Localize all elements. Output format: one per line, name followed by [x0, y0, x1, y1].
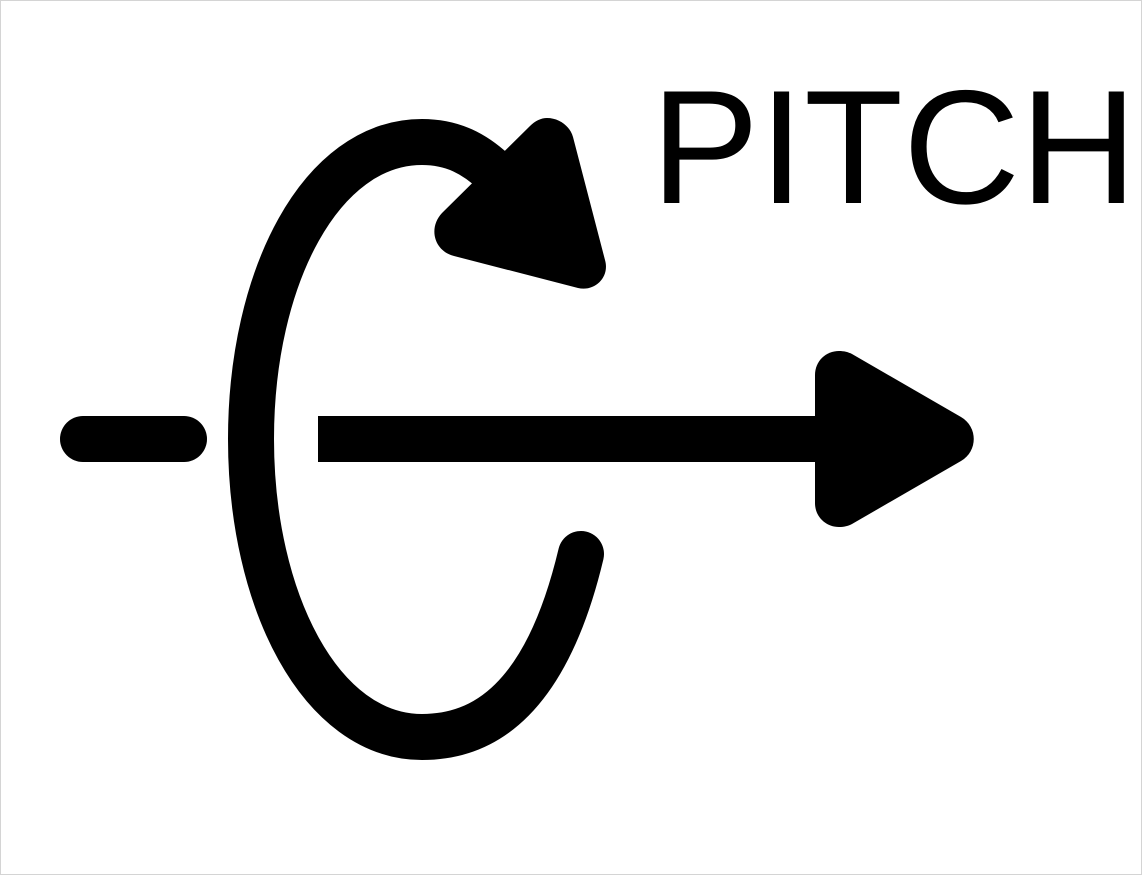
axis-arrowhead	[815, 351, 974, 527]
axis-shaft	[318, 416, 823, 462]
axis-arrow-icon	[60, 351, 974, 527]
rotation-arrowhead	[434, 118, 606, 289]
pitch-label: PITCH	[651, 57, 1137, 238]
rotation-loop	[227, 118, 604, 761]
pitch-rotation-arrow-icon	[227, 118, 606, 761]
